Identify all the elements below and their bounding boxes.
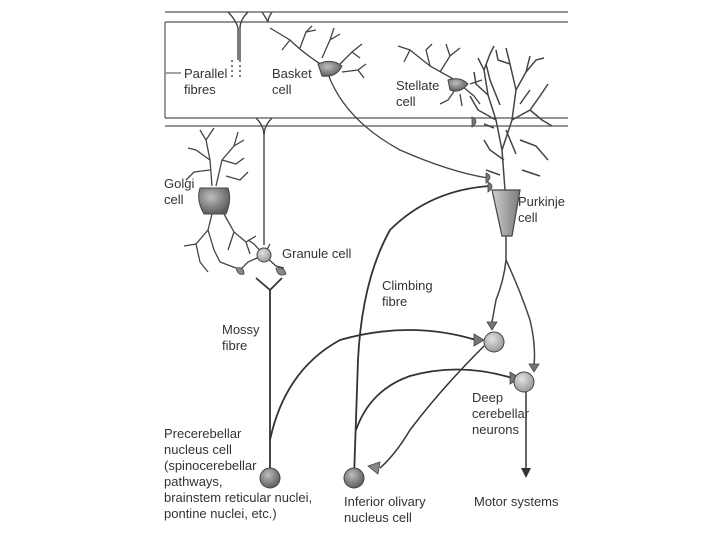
label-granule-cell: Granule cell [282, 246, 351, 261]
label-parallel-fibres: Parallel fibres [184, 66, 231, 97]
label-motor-systems: Motor systems [474, 494, 559, 509]
basket-cell-soma [317, 60, 343, 77]
stellate-cell-soma [447, 78, 469, 92]
label-golgi-cell: Golgi cell [164, 176, 198, 207]
deep-neuron-output [379, 345, 527, 470]
basket-synapse [485, 172, 491, 184]
deep-cerebellar-neuron-1 [483, 331, 505, 353]
label-mossy-fibre: Mossy fibre [222, 322, 263, 353]
inferior-olivary-nucleus-cell-soma [343, 467, 365, 489]
label-climbing-fibre: Climbing fibre [382, 278, 436, 309]
purkinje-synapse-deep-1 [486, 321, 498, 331]
purkinje-dendrites [469, 45, 553, 191]
climbing-synapse-purkinje [487, 181, 493, 193]
label-inferior-olivary-nucleus-cell: Inferior olivary nucleus cell [344, 494, 429, 525]
label-deep-cerebellar-neurons: Deep cerebellar neurons [472, 390, 533, 437]
granule-synapse-right [275, 267, 287, 276]
granule-cell-soma [256, 247, 272, 263]
molecular-layer-top-boundary [165, 11, 568, 23]
golgi-cell-soma [198, 187, 231, 215]
mossy-synapse-deep [473, 333, 485, 347]
motor-systems-arrow [521, 468, 531, 478]
purkinje-layer-boundary [165, 117, 568, 127]
purkinje-synapse-deep-2 [528, 363, 540, 373]
label-stellate-cell: Stellate cell [396, 78, 443, 109]
basket-cell [269, 25, 489, 179]
parallel-fibre-branches [227, 11, 273, 245]
label-purkinje-cell: Purkinje cell [518, 194, 569, 225]
label-basket-cell: Basket cell [272, 66, 315, 97]
golgi-cell-dendrites [183, 127, 257, 273]
mossy-fibre [255, 277, 477, 478]
purkinje-cell-soma [491, 189, 521, 237]
deep-to-olive-synapse [367, 461, 381, 475]
granule-synapse-left [235, 267, 245, 275]
precerebellar-nucleus-cell-soma [259, 467, 281, 489]
climbing-fibre [353, 185, 513, 479]
deep-cerebellar-neuron-2 [513, 371, 535, 393]
stellate-synapse [471, 116, 477, 128]
purkinje-axon [491, 236, 536, 366]
label-precerebellar-nucleus-cell: Precerebellar nucleus cell (spinocerebel… [164, 426, 316, 521]
